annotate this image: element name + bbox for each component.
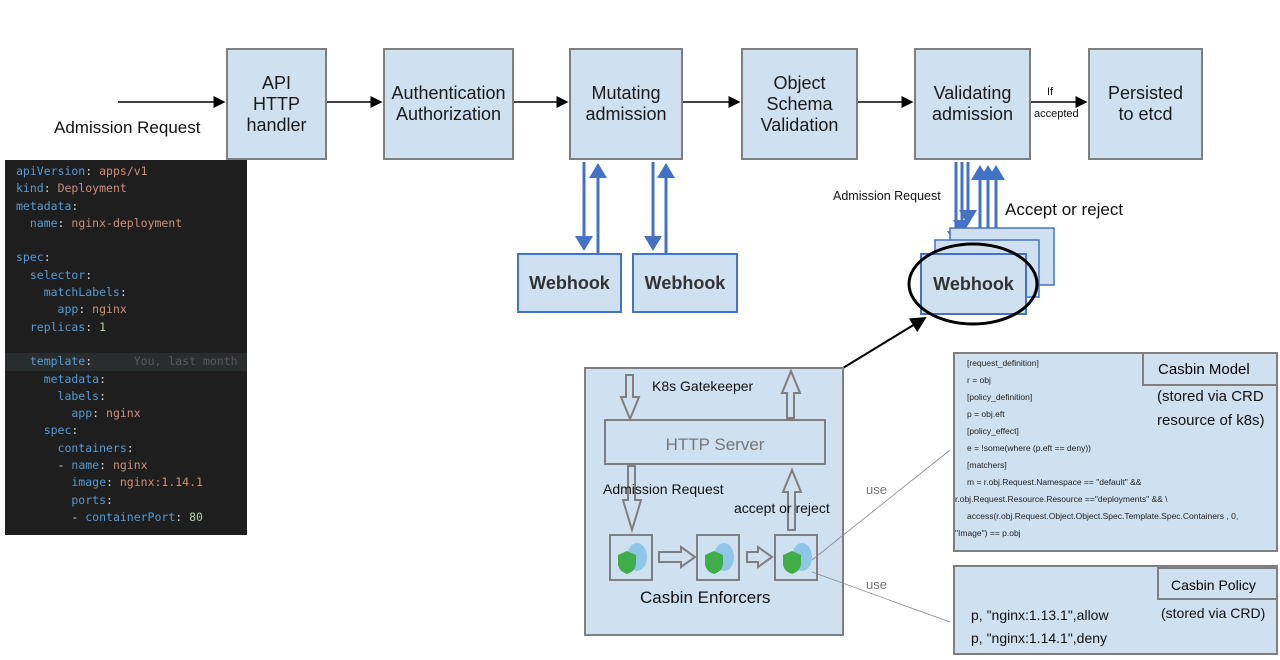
gopher-shield-icon xyxy=(618,543,812,574)
casbin-model-panel: Casbin Model (stored via CRD resource of… xyxy=(953,352,1278,552)
policy-note: (stored via CRD) xyxy=(1161,605,1266,621)
yaml-code-panel: apiVersion: apps/v1 kind: Deployment met… xyxy=(5,160,247,535)
accepted-label: accepted xyxy=(1034,108,1079,120)
casbin-model-title: Casbin Model xyxy=(1142,352,1278,386)
casbin-enforcers-label: Casbin Enforcers xyxy=(640,588,771,607)
use-label-policy: use xyxy=(866,577,887,592)
gk-accept-reject: accept or reject xyxy=(734,500,830,516)
model-line: access(r.obj.Request.Object.Object.Spec.… xyxy=(967,511,1239,521)
model-line: [request_definition] xyxy=(967,358,1039,368)
model-note-2: resource of k8s) xyxy=(1157,412,1265,429)
gk-admission-request: Admission Request xyxy=(603,481,724,497)
validating-request-label: Admission Request xyxy=(833,189,941,203)
model-line: "Image") == p.obj xyxy=(955,528,1021,538)
model-line: m = r.obj.Request.Namespace == "default"… xyxy=(967,477,1142,487)
policy-line-2: p, "nginx:1.14.1",deny xyxy=(971,630,1108,646)
model-line: r = obj xyxy=(967,375,991,385)
use-label-model: use xyxy=(866,482,887,497)
stage-mutating-admission: Mutating admission xyxy=(569,48,683,160)
policy-line-1: p, "nginx:1.13.1",allow xyxy=(971,607,1109,623)
stage-api-http-handler: API HTTP handler xyxy=(226,48,327,160)
stage-authentication: Authentication Authorization xyxy=(383,48,514,160)
gatekeeper-arrows xyxy=(609,368,818,581)
admission-request-label: Admission Request xyxy=(54,118,201,137)
webhook-arrows xyxy=(575,162,1005,253)
http-server-box xyxy=(604,419,826,465)
model-line: [policy_definition] xyxy=(967,392,1033,402)
casbin-policy-panel: Casbin Policy (stored via CRD) p, "nginx… xyxy=(953,565,1278,655)
http-server-label: HTTP Server xyxy=(665,435,765,454)
stage-validating-admission: Validating admission xyxy=(914,48,1031,160)
stage-persisted-etcd: Persisted to etcd xyxy=(1088,48,1203,160)
model-line: p = obj.eft xyxy=(967,409,1005,419)
model-line: [matchers] xyxy=(967,460,1007,470)
mutating-webhook-1: Webhook xyxy=(517,253,622,313)
git-blame-annotation: You, last month xyxy=(133,354,238,369)
model-note-1: (stored via CRD xyxy=(1157,388,1264,405)
accept-reject-label: Accept or reject xyxy=(1005,200,1124,219)
model-line: e = !some(where (p.eft == deny)) xyxy=(967,443,1092,453)
casbin-policy-title: Casbin Policy xyxy=(1157,567,1278,600)
mutating-webhook-2: Webhook xyxy=(632,253,738,313)
model-line: [policy_effect] xyxy=(967,426,1019,436)
gatekeeper-title: K8s Gatekeeper xyxy=(652,378,754,394)
validating-webhook: Webhook xyxy=(920,253,1027,315)
zoom-arrow xyxy=(842,316,927,369)
if-label: If xyxy=(1047,86,1054,98)
model-line: r.obj.Request.Resource.Resource =="deplo… xyxy=(955,494,1168,504)
stage-object-schema-validation: Object Schema Validation xyxy=(741,48,858,160)
